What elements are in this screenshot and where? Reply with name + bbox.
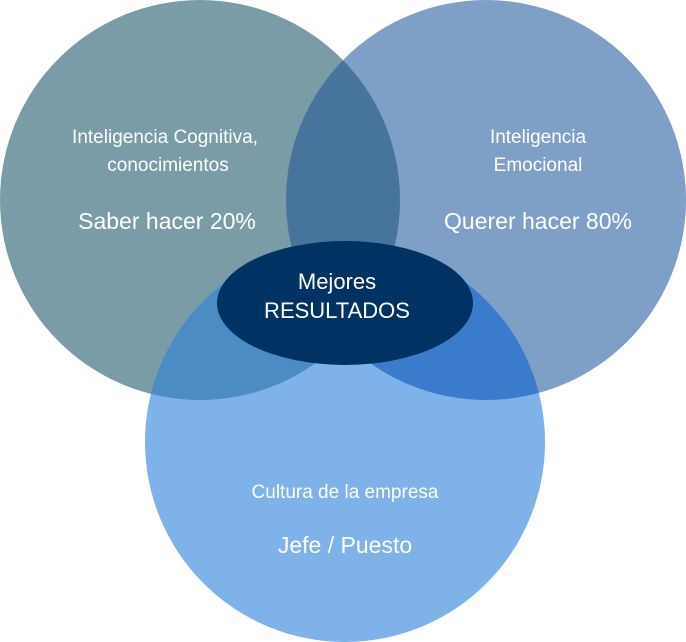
- emotional-title: Inteligencia: [489, 127, 587, 148]
- culture-title: Cultura de la empresa: [251, 482, 439, 503]
- center-line-2: RESULTADOS: [264, 298, 410, 323]
- overlap-emotional-culture: [286, 242, 545, 400]
- cognitive-title: Inteligencia Cognitiva,: [72, 127, 258, 148]
- center-line-1: Mejores: [297, 269, 377, 294]
- overlap-cognitive-culture: [145, 242, 400, 400]
- emotional-value: Querer hacer 80%: [444, 208, 632, 234]
- culture-value: Jefe / Puesto: [277, 532, 413, 558]
- emotional-subtitle: Emocional: [493, 155, 583, 176]
- cognitive-subtitle: conocimientos: [107, 155, 229, 176]
- center-ellipse: [217, 241, 473, 365]
- cognitive-value: Saber hacer 20%: [78, 208, 256, 234]
